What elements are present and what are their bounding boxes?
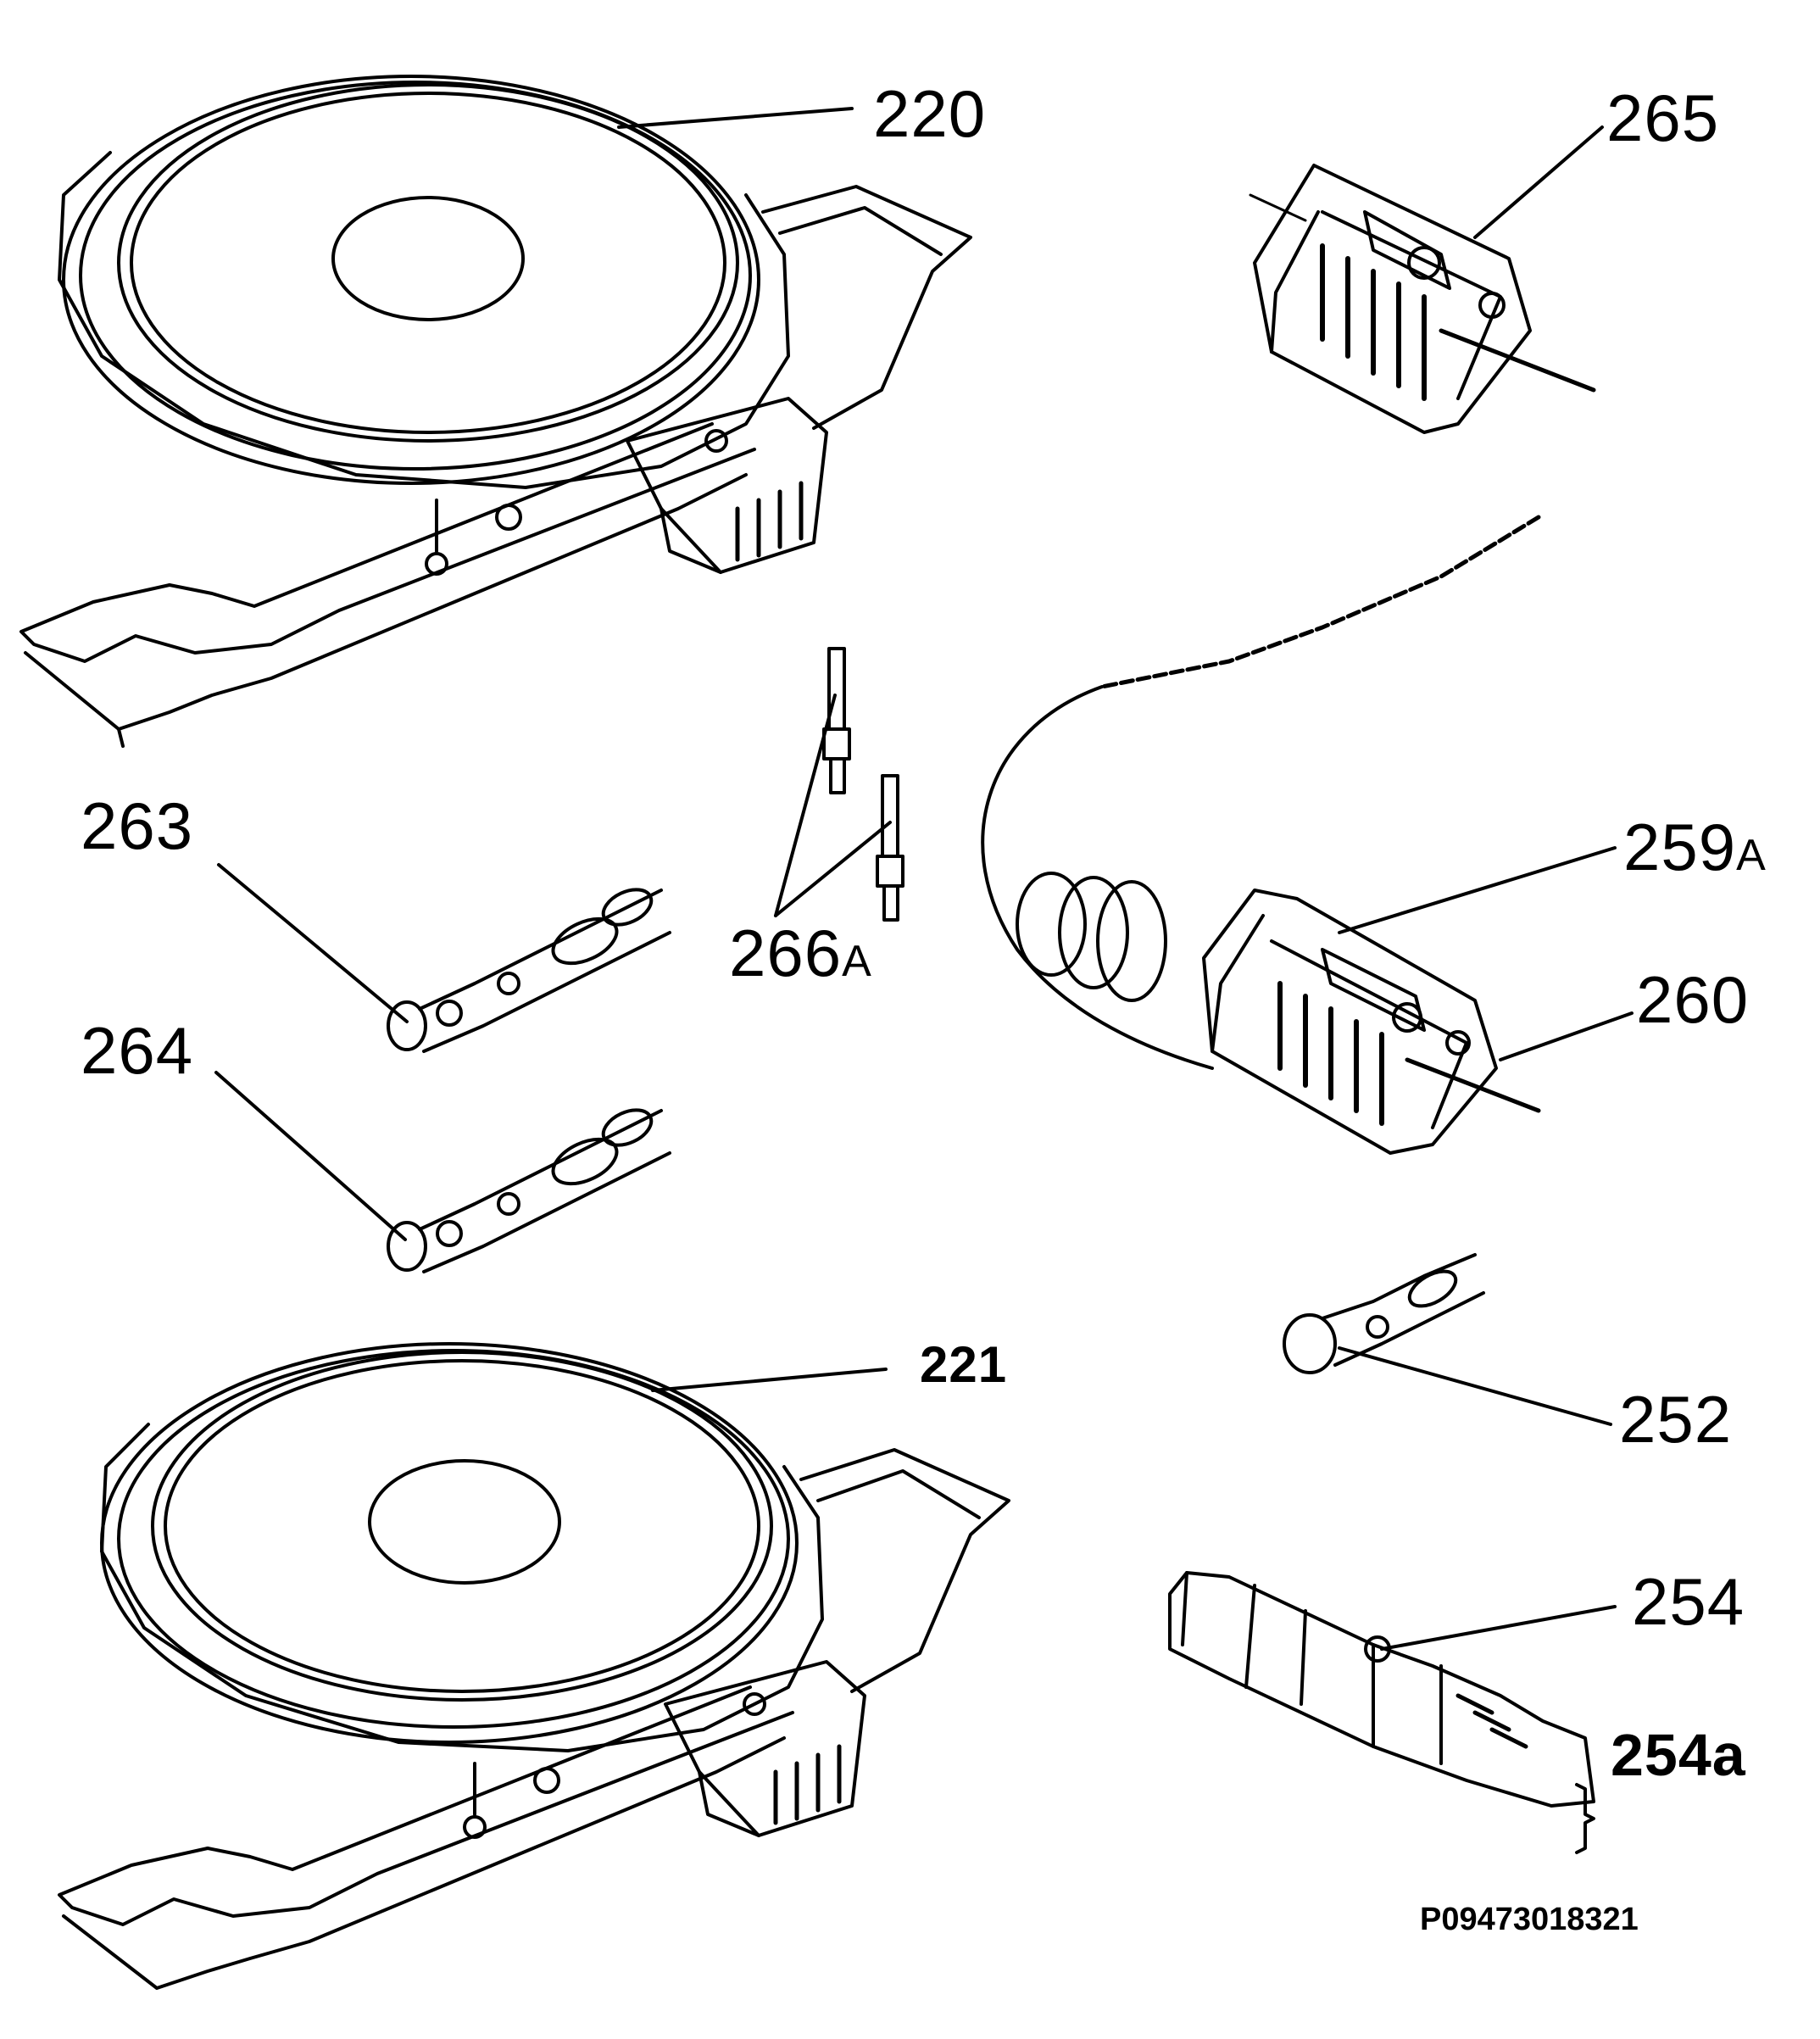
hotplate-221: [58, 1342, 1010, 1990]
callout-259a-suffix: A: [1736, 831, 1767, 880]
callout-259a: 259A: [1623, 814, 1767, 880]
indicator-lamp-264: [387, 1108, 671, 1273]
callout-266a-suffix: A: [842, 937, 872, 986]
document-reference: P09473018321: [1420, 1902, 1639, 1937]
thermostat-switch-259a-260: [981, 515, 1541, 1155]
callout-254: 254: [1632, 1564, 1745, 1639]
indicator-lamp-252: [1283, 1253, 1485, 1374]
callout-254a: 254a: [1611, 1722, 1746, 1788]
callout-265: 265: [1606, 81, 1720, 155]
callout-264: 264: [81, 1013, 194, 1088]
callout-220: 220: [873, 76, 987, 151]
callout-259a-number: 259: [1623, 810, 1737, 884]
fuse-266a: [822, 647, 904, 922]
callout-252: 252: [1619, 1382, 1733, 1457]
callout-260: 260: [1636, 962, 1750, 1037]
ignition-generator-254: [1168, 1571, 1595, 1808]
switch-265: [1249, 164, 1596, 434]
callout-266a: 266A: [729, 920, 872, 986]
callout-221: 221: [920, 1336, 1008, 1393]
hotplate-220: [19, 75, 972, 748]
callout-266a-number: 266: [729, 916, 843, 990]
callout-263: 263: [81, 788, 194, 863]
indicator-lamp-263: [387, 888, 671, 1053]
leader-lines: [214, 107, 1634, 1854]
